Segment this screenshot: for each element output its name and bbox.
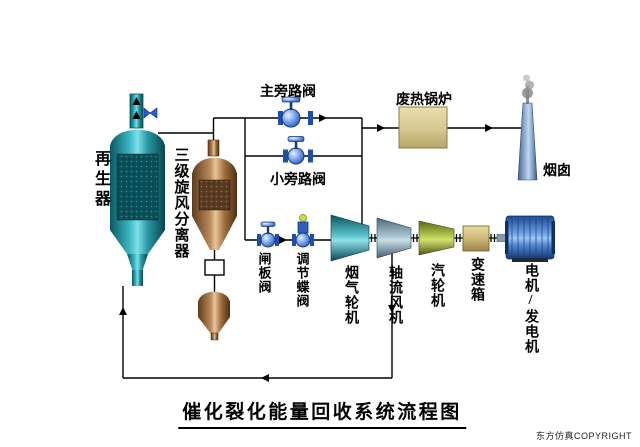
axial-fan-shape bbox=[376, 217, 412, 259]
copyright-watermark: 东方仿真COPYRIGHT bbox=[535, 431, 632, 441]
fines-hopper bbox=[198, 291, 230, 341]
diagram-title: 催化裂化能量回收系统流程图 bbox=[178, 397, 466, 429]
motor-generator-shape bbox=[496, 215, 555, 262]
gate-valve bbox=[257, 221, 279, 248]
flow-arrows bbox=[119, 114, 493, 382]
label-waste-heat-boiler: 废热锅炉 bbox=[396, 93, 452, 108]
small-bypass-valve bbox=[283, 136, 313, 165]
vent-arrows bbox=[132, 97, 141, 119]
label-gate-valve: 闸板阀 bbox=[256, 252, 272, 294]
smoke-plume bbox=[522, 74, 534, 104]
label-regulating-butterfly-valve: 调节蝶阀 bbox=[294, 252, 310, 308]
label-cyclone-separator: 三级旋风分离器 bbox=[172, 147, 189, 259]
label-gearbox: 变速箱 bbox=[469, 257, 484, 302]
label-main-bypass-valve: 主旁路阀 bbox=[260, 85, 316, 100]
gearbox-shape bbox=[462, 225, 490, 252]
flue-gas-turbine-shape bbox=[330, 214, 370, 262]
shaft-couplings bbox=[369, 234, 497, 242]
steam-turbine-shape bbox=[418, 220, 455, 256]
label-chimney: 烟囱 bbox=[543, 164, 571, 179]
top-relief-valve-icon bbox=[143, 107, 158, 119]
label-steam-turbine: 汽轮机 bbox=[429, 263, 444, 308]
regenerator-vessel bbox=[110, 93, 165, 286]
regulating-butterfly-valve bbox=[292, 214, 314, 248]
chimney-shape bbox=[517, 74, 538, 181]
main-bypass-valve bbox=[278, 96, 313, 128]
label-regenerator: 再生器 bbox=[92, 150, 109, 210]
label-small-bypass-valve: 小旁路阀 bbox=[270, 173, 326, 188]
waste-heat-boiler-shape bbox=[398, 106, 448, 149]
label-motor-generator: 电机/发电机 bbox=[523, 263, 538, 354]
cyclone-separator-vessel bbox=[192, 139, 237, 341]
label-axial-fan: 轴流风机 bbox=[387, 265, 402, 325]
slide-valve-box bbox=[204, 259, 225, 276]
label-flue-gas-turbine: 烟气轮机 bbox=[343, 265, 358, 325]
